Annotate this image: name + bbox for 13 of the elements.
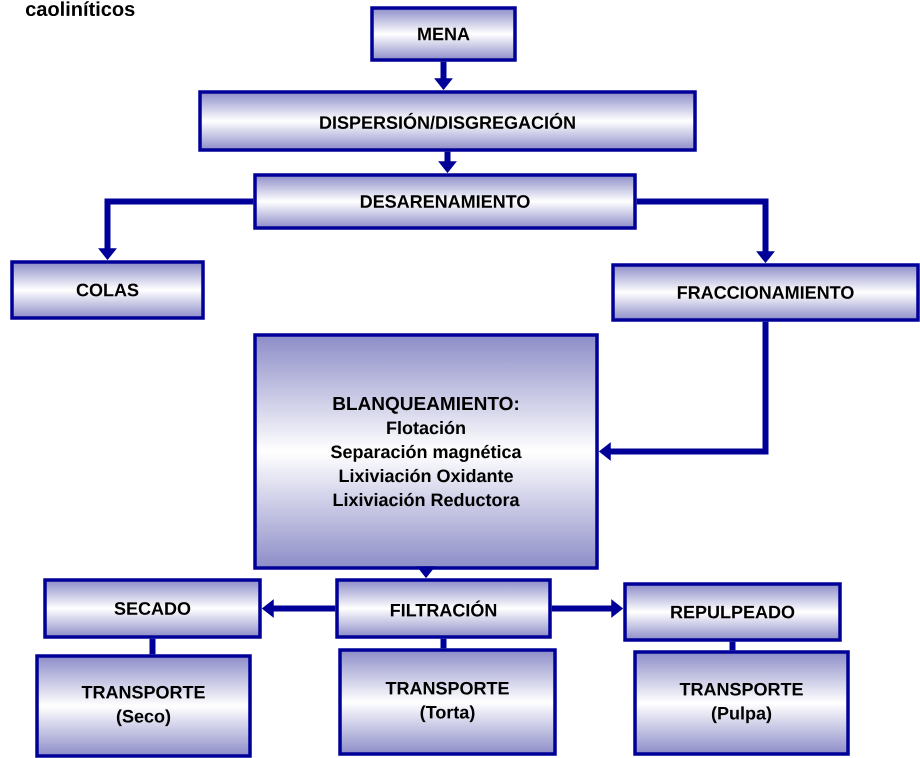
process-box: COLAS: [10, 260, 205, 320]
process-box: FRACCIONAMIENTO: [611, 263, 920, 322]
caption-text: caoliníticos: [26, 1, 134, 16]
process-box: TRANSPORTE (Seco): [35, 654, 252, 758]
process-box: MENA: [370, 6, 517, 62]
process-box: TRANSPORTE (Torta): [338, 648, 557, 756]
process-box: FILTRACIÓN: [335, 578, 552, 639]
process-box: REPULPEADO: [623, 582, 842, 642]
process-box: DISPERSIÓN/DISGREGACIÓN: [198, 90, 697, 152]
process-box: TRANSPORTE (Pulpa): [633, 650, 850, 756]
process-box: DESARENAMIENTO: [253, 173, 637, 230]
process-box: SECADO: [43, 578, 262, 639]
process-box: BLANQUEAMIENTO: Flotación Separación magnética Lixiviación Oxidante Lixiviación Reductora: [253, 333, 599, 570]
